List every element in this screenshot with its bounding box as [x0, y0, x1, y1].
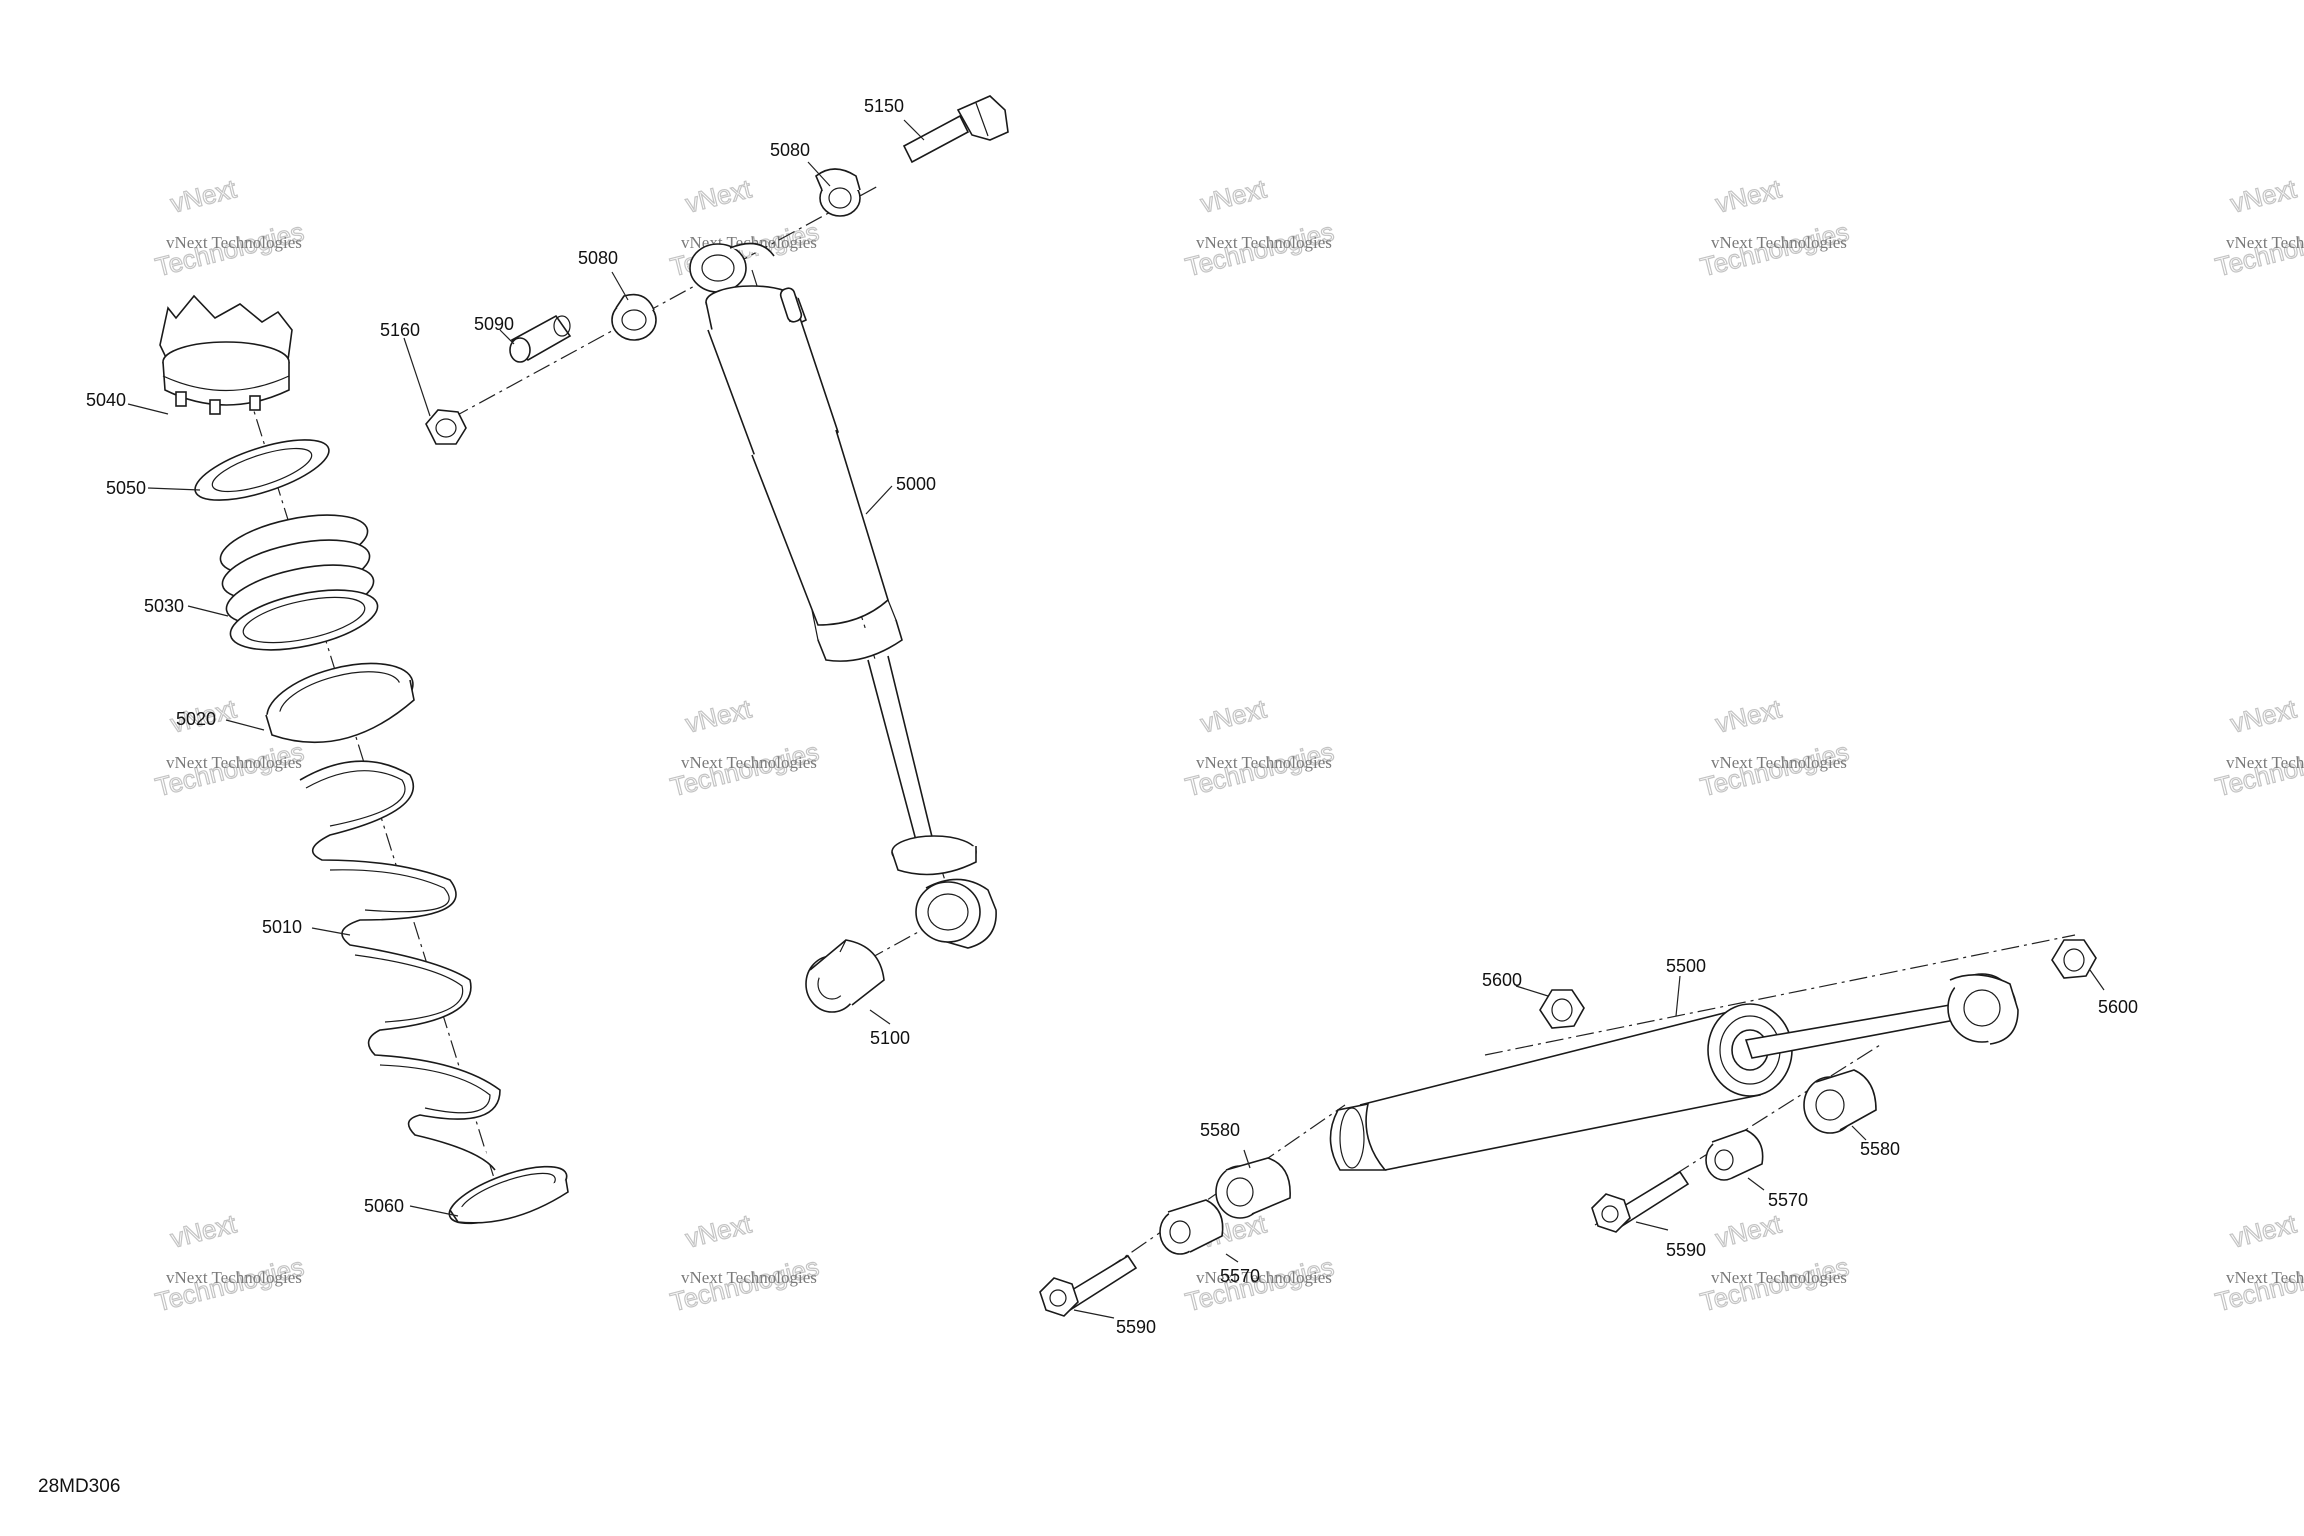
callout-5090: 5090 — [474, 314, 514, 334]
callout-5080-mid: 5080 — [578, 248, 618, 268]
watermark-text: vNext Technologies — [2226, 753, 2304, 772]
part-5010-main-spring — [299, 760, 501, 1171]
callout-5050: 5050 — [106, 478, 146, 498]
part-5020-spring-seat — [265, 662, 415, 744]
part-5160-nut — [425, 409, 467, 445]
part-5150-bolt — [902, 95, 1009, 164]
part-5600-nut-left — [1539, 989, 1585, 1029]
watermark-prefix: vNext — [1712, 1208, 1784, 1253]
part-5580-bushing-left — [1215, 1157, 1291, 1219]
document-id: 28MD306 — [38, 1476, 120, 1497]
part-5090-sleeve — [509, 314, 572, 363]
callout-5030: 5030 — [144, 596, 184, 616]
watermark-text: vNext Technologies — [681, 753, 817, 772]
part-5500-shock-assembly — [1329, 973, 2019, 1171]
callout-5590-left: 5590 — [1116, 1317, 1156, 1337]
shock-upper-eye — [689, 242, 775, 293]
watermark-prefix: vNext — [682, 173, 754, 218]
part-5100-bushing — [805, 939, 885, 1013]
callout-5600-left: 5600 — [1482, 970, 1522, 990]
callout-5570-left: 5570 — [1220, 1266, 1260, 1286]
leader-lines — [127, 119, 2105, 1319]
watermark-text: vNext Technologies — [1711, 233, 1847, 252]
callout-5500: 5500 — [1666, 956, 1706, 976]
part-5000-shock-absorber — [705, 285, 997, 949]
watermark-text: vNext Technologies — [681, 1268, 817, 1287]
watermark-text: vNext Technologies — [166, 1268, 302, 1287]
watermark-prefix: vNext — [2227, 1208, 2299, 1253]
watermark-prefix: vNext — [2227, 173, 2299, 218]
part-5600-nut-right — [2051, 939, 2097, 979]
callout-5580-left: 5580 — [1200, 1120, 1240, 1140]
callout-5590-right: 5590 — [1666, 1240, 1706, 1260]
callout-5040: 5040 — [86, 390, 126, 410]
part-5590-bolt-left — [1039, 1254, 1138, 1317]
part-5030-tender-spring — [219, 514, 379, 651]
part-5570-sleeve-right — [1705, 1129, 1764, 1181]
callout-5570-right: 5570 — [1768, 1190, 1808, 1210]
part-5080-bushing-top — [815, 168, 861, 217]
watermark-prefix: vNext — [682, 693, 754, 738]
watermark-prefix: vNext — [1712, 173, 1784, 218]
callout-5000: 5000 — [896, 474, 936, 494]
watermark-text: vNext Technologies — [2226, 1268, 2304, 1287]
watermark-text: vNext Technologies — [166, 753, 302, 772]
part-5050-washer — [194, 439, 330, 501]
callout-5600-right: 5600 — [2098, 997, 2138, 1017]
watermark-prefix: vNext — [1197, 693, 1269, 738]
watermark-text: vNext Technologies — [1196, 1268, 1332, 1287]
callout-5060: 5060 — [364, 1196, 404, 1216]
watermark-prefix: vNext — [167, 1208, 239, 1253]
watermark-prefix: vNext — [2227, 693, 2299, 738]
watermark-text: vNext Technologies — [1711, 753, 1847, 772]
callout-5160: 5160 — [380, 320, 420, 340]
callout-5080-top: 5080 — [770, 140, 810, 160]
watermark-text: vNext Technologies — [1196, 753, 1332, 772]
callout-5020: 5020 — [176, 709, 216, 729]
part-5040-collar — [159, 294, 293, 415]
part-5570-sleeve-left — [1159, 1199, 1224, 1255]
callouts: 5150 5080 5080 5090 5160 5040 5050 5030 … — [86, 96, 2138, 1337]
watermark-prefix: vNext — [1197, 173, 1269, 218]
callout-5010: 5010 — [262, 917, 302, 937]
part-5060-retainer — [448, 1165, 569, 1225]
part-5590-bolt-right — [1591, 1170, 1690, 1233]
callout-5100: 5100 — [870, 1028, 910, 1048]
watermark-text: vNext Technologies — [2226, 233, 2304, 252]
watermark-prefix: vNext — [167, 173, 239, 218]
part-5580-bushing-right — [1803, 1069, 1877, 1134]
part-5080-bushing-mid — [611, 293, 657, 341]
watermark-text: vNext Technologies — [1196, 233, 1332, 252]
watermark-prefix: vNext — [682, 1208, 754, 1253]
watermark-text: vNext Technologies — [166, 233, 302, 252]
callout-5150: 5150 — [864, 96, 904, 116]
watermark-text: vNext Technologies — [1711, 1268, 1847, 1287]
watermark-prefix: vNext — [1712, 693, 1784, 738]
callout-5580-right: 5580 — [1860, 1139, 1900, 1159]
